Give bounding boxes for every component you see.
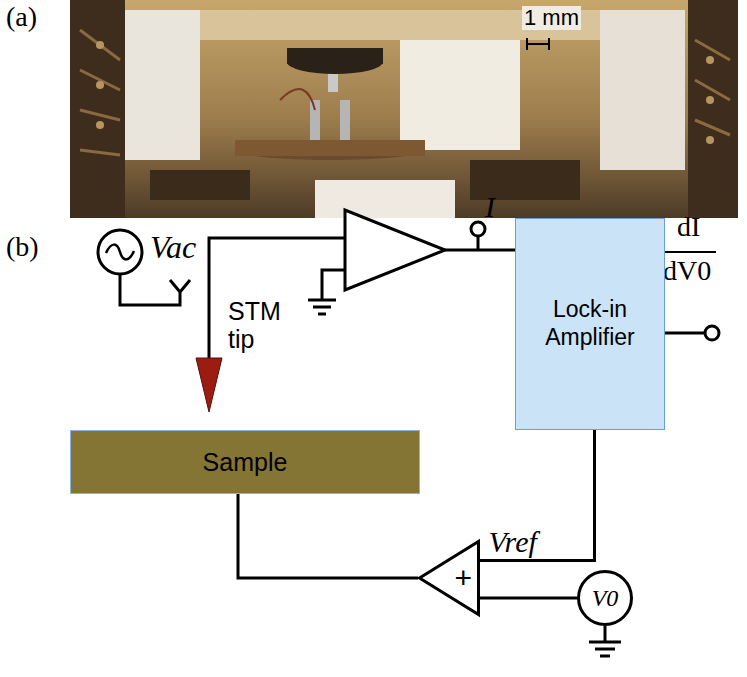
fraction-numerator: dI: [677, 212, 700, 243]
stm-tip: [196, 358, 222, 412]
node-text: +: [454, 560, 472, 596]
lock-in-box: Lock-in Amplifier: [515, 218, 665, 430]
wire: [480, 430, 595, 561]
node-text: Lock-in Amplifier: [521, 296, 659, 351]
tip-label: STM tip: [228, 298, 288, 353]
panel-label: (b): [6, 232, 39, 263]
signal-label: Vref: [489, 525, 537, 558]
summing-amplifier: +: [418, 540, 480, 616]
fraction-denominator: dV0: [663, 256, 711, 287]
wire: [480, 597, 577, 600]
wire: [238, 494, 418, 578]
panel-label: (a): [6, 2, 37, 33]
node-text: V0: [592, 584, 619, 613]
node-text: Sample: [203, 447, 288, 477]
source-label: Vac: [150, 230, 196, 265]
scale-label: 1 mm: [522, 6, 581, 30]
sample-block: Sample: [70, 430, 420, 494]
scale-bar: [527, 38, 549, 50]
voltage-source: V0: [577, 570, 633, 626]
photograph: [70, 0, 738, 218]
signal-label: I: [485, 190, 495, 223]
